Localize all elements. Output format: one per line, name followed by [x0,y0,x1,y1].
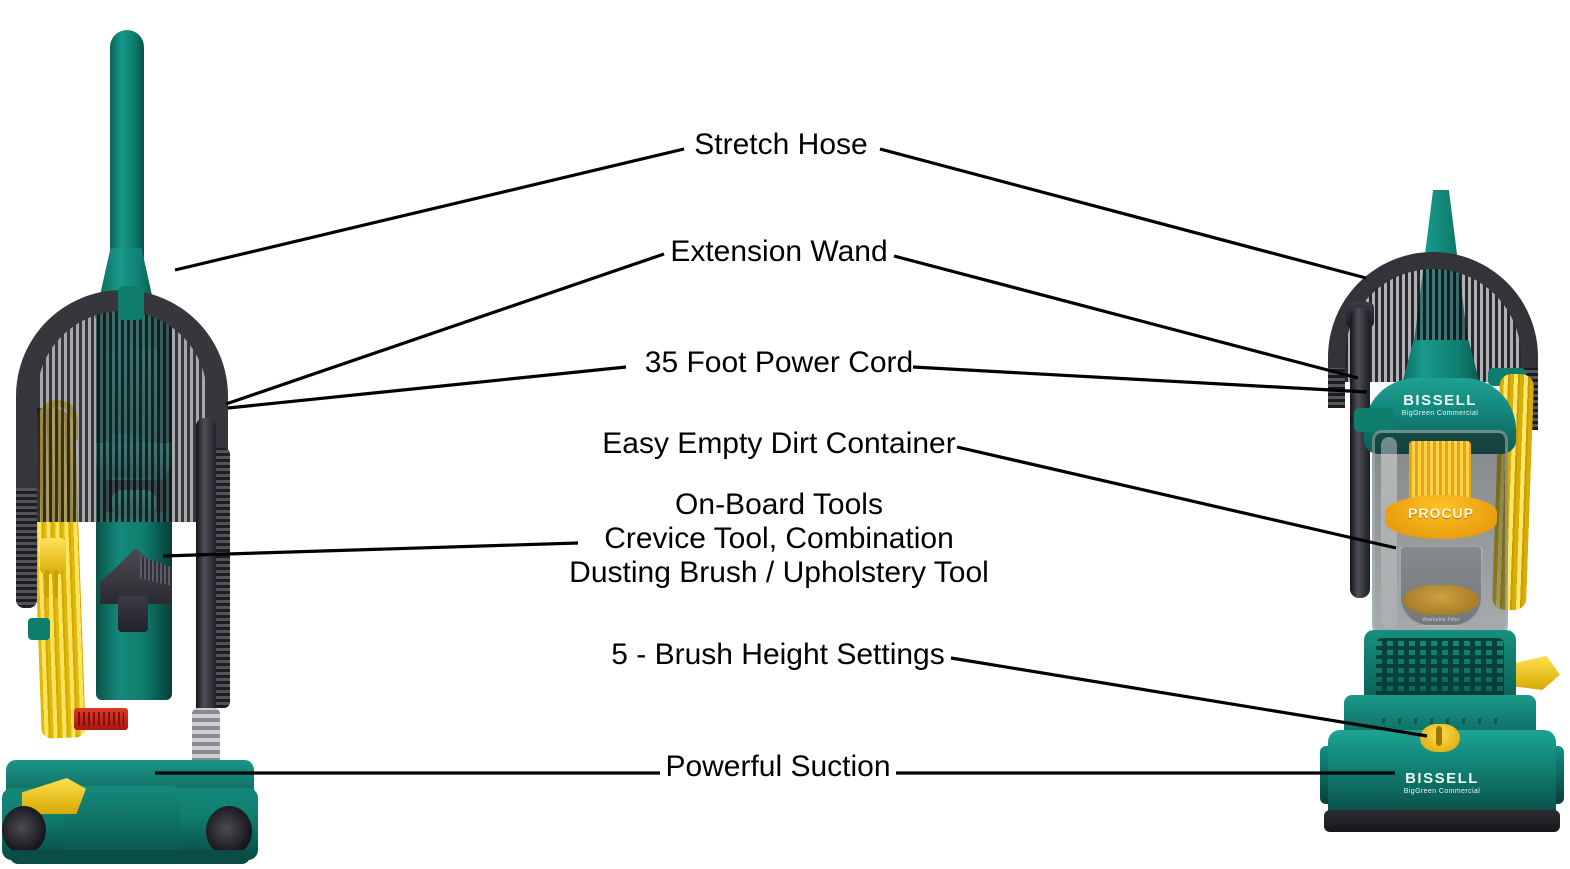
callout-on-board-tools: On-Board Tools Crevice Tool, Combination… [569,488,989,589]
hose-clip [118,286,144,320]
motor-vent-grille [1376,638,1504,700]
handle-column [110,30,144,280]
line-stretch-hose-right [879,147,1367,280]
brand-logo: BISSELL BigGreen Commercial [1364,392,1516,417]
foot-brand-logo: BISSELL BigGreen Commercial [1328,770,1556,795]
stretch-hose-left-end [16,488,37,608]
procup-label: PROCUP [1408,505,1474,521]
brand-subtitle: BigGreen Commercial [1403,788,1481,795]
wand-retainer-clip [1354,408,1394,432]
container-highlight [1381,437,1397,629]
washable-filter-label: Washable Filter [1422,617,1460,623]
callout-powerful-suction: Powerful Suction [665,750,891,784]
tools-line-3: Dusting Brush / Upholstery Tool [569,555,989,589]
brush-height-dial-knob[interactable] [1436,726,1442,746]
extension-wand [196,418,216,718]
brand-name: BISSELL [1403,392,1477,409]
on-board-tool-neck [118,596,148,632]
callout-power-cord: 35 Foot Power Cord [644,346,914,380]
yellow-release-pedal [1516,656,1560,690]
switch-ridges [78,712,124,726]
wheel-right [206,806,252,856]
line-power-cord-right [912,365,1368,394]
tools-line-1: On-Board Tools [675,488,883,522]
line-extension-wand-left [225,252,665,406]
tools-line-2: Crevice Tool, Combination [604,521,954,555]
brand-name: BISSELL [1405,770,1479,787]
vacuum-front-view: BISSELL BigGreen Commercial PROCUP Washa… [1310,190,1570,850]
foot-base-bar [10,850,250,864]
filter-base-disc [1385,495,1497,539]
line-power-cord-left [227,365,627,410]
brand-subtitle: BigGreen Commercial [1401,410,1479,417]
easy-empty-dirt-container: PROCUP Washable Filter [1372,430,1508,635]
nozzle-housing [64,786,180,854]
brush-height-ticks [1382,718,1498,724]
line-extension-wand-right [893,254,1359,380]
front-bumper [1324,810,1560,832]
wheel-left [2,806,46,854]
callout-dirt-container: Easy Empty Dirt Container [602,427,956,461]
callout-brush-height: 5 - Brush Height Settings [611,638,945,672]
cord-hook-lower [28,618,50,640]
plug-prong [45,570,49,598]
pleated-filter [1409,441,1471,503]
callout-stretch-hose: Stretch Hose [694,128,868,162]
stretch-hose-left-end [1328,368,1345,408]
collected-dirt [1403,585,1479,615]
vacuum-side-view [0,18,280,869]
plug-prong [54,570,58,598]
power-plug [40,538,66,574]
callout-extension-wand: Extension Wand [670,235,888,269]
extension-wand [1350,308,1370,598]
